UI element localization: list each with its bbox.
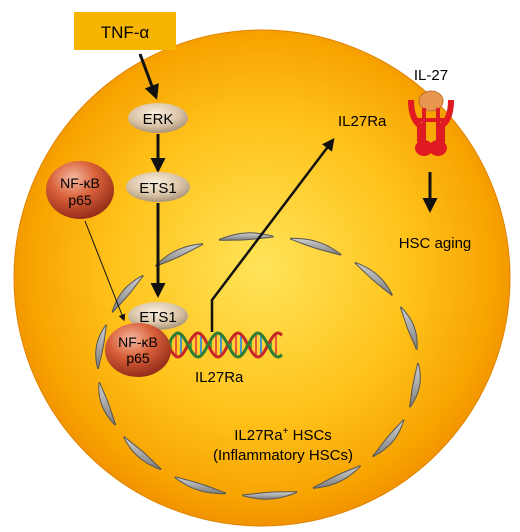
cell-label-line2: (Inflammatory HSCs) bbox=[213, 447, 353, 464]
nuclear-membrane-segment bbox=[399, 306, 418, 350]
product-label: IL27Ra bbox=[338, 113, 387, 130]
tnf-alpha-label: TNF-α bbox=[101, 23, 150, 42]
arrow-nfkb-to-nucleus bbox=[84, 220, 126, 322]
nfkb-label-line1: NF-κB bbox=[60, 175, 100, 191]
cell-label-line1: IL27Ra+ HSCs bbox=[234, 426, 332, 444]
nfkb-bound-label-line2: p65 bbox=[126, 350, 150, 366]
nuclear-membrane-segment bbox=[408, 363, 421, 408]
nuclear-membrane-segment bbox=[289, 237, 342, 256]
tnf-alpha-box bbox=[74, 12, 176, 50]
dna-strand-2 bbox=[166, 331, 283, 359]
gene-label: IL27Ra bbox=[195, 369, 244, 386]
nuclear-membrane-segment bbox=[95, 324, 108, 369]
nuclear-membrane-segment bbox=[312, 465, 362, 489]
ets1-bound-node bbox=[128, 302, 188, 330]
nfkb-label-line2: p65 bbox=[68, 192, 92, 208]
ets1-node bbox=[126, 172, 190, 202]
nuclear-membrane-segment bbox=[174, 476, 227, 495]
nuclear-membrane-segment bbox=[123, 436, 162, 471]
nuclear-membrane-segment bbox=[242, 491, 298, 500]
nuclear-membrane-segment bbox=[111, 274, 144, 313]
cell-body bbox=[13, 29, 511, 527]
dna-strand-1 bbox=[166, 331, 283, 359]
nuclear-membrane bbox=[95, 232, 421, 500]
nuclear-membrane-segment bbox=[154, 243, 204, 267]
nfkb-node bbox=[46, 161, 114, 219]
cell-label-rest: HSCs bbox=[288, 427, 331, 444]
nfkb-bound-node bbox=[105, 323, 171, 377]
nuclear-membrane-segment bbox=[354, 261, 393, 296]
ets1-bound-label: ETS1 bbox=[139, 309, 177, 326]
nfkb-bound-label-line1: NF-κB bbox=[118, 334, 158, 350]
erk-label: ERK bbox=[143, 111, 174, 128]
cell-label-sup: + bbox=[283, 426, 289, 437]
cell-label-il27ra: IL27Ra bbox=[234, 427, 283, 444]
il27-receptor-icon bbox=[408, 90, 454, 156]
nuclear-membrane-segment bbox=[98, 382, 117, 426]
erk-node bbox=[128, 103, 188, 133]
arrow-gene-to-protein bbox=[210, 138, 335, 332]
ets1-label: ETS1 bbox=[139, 180, 177, 197]
hsc-aging-label: HSC aging bbox=[399, 235, 472, 252]
il27-label: IL-27 bbox=[414, 67, 448, 84]
dna-helix bbox=[166, 331, 283, 359]
nuclear-membrane-segment bbox=[372, 419, 405, 458]
arrow-tnf-to-erk bbox=[138, 53, 159, 100]
